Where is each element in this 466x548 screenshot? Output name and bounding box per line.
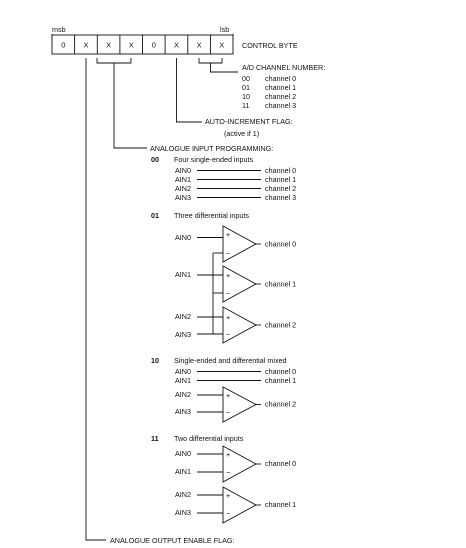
output-enable-leader [85,58,106,541]
input-label: AIN3 [175,193,191,202]
amplifier-channel-1 [222,265,257,303]
auto-increment-heading: AUTO-INCREMENT FLAG: [205,117,293,126]
bit-7: 0 [61,41,65,50]
mode-00: 00 Four single-ended inputs AIN0 AIN1 AI… [151,155,296,202]
input-label: AIN0 [175,449,191,458]
lsb-label: lsb [220,25,229,34]
amplifier-channel-2 [222,306,257,344]
input-label: AIN3 [175,407,191,416]
output-label: channel 1 [265,280,296,289]
mode-code: 10 [151,356,159,365]
input-label: AIN3 [175,330,191,339]
plus-sign: + [226,313,230,322]
channel-number-heading: A/D CHANNEL NUMBER: [242,63,325,72]
mode-01: 01 Three differential inputs AIN0 AIN1 A… [151,211,296,344]
auto-increment-leader [176,58,202,123]
amplifier-channel-0 [222,225,257,263]
channel-name: channel 0 [265,74,296,83]
mode-code: 00 [151,155,159,164]
channel-code: 00 [242,74,250,83]
msb-label: msb [52,25,66,34]
input-label: AIN2 [175,490,191,499]
amplifier-channel-0 [222,445,257,483]
input-label: AIN0 [175,166,191,175]
bit-4: X [129,41,134,50]
channel-number-table: 00 channel 0 01 channel 1 10 channel 2 1… [242,74,296,110]
input-programming-heading: ANALOGUE INPUT PROGRAMMING: [150,144,273,153]
output-label: channel 3 [265,193,296,202]
bit-0: X [219,41,224,50]
channel-name: channel 3 [265,101,296,110]
output-label: channel 0 [265,240,296,249]
input-label: AIN1 [175,175,191,184]
amplifier-channel-1 [222,486,257,524]
output-label: channel 0 [265,459,296,468]
minus-sign: − [226,468,230,477]
output-label: channel 2 [265,400,296,409]
input-label: AIN1 [175,376,191,385]
control-byte-title: CONTROL BYTE [242,41,298,50]
channel-code: 01 [242,83,250,92]
plus-sign: + [226,450,230,459]
input-label: AIN2 [175,184,191,193]
plus-sign: + [226,271,230,280]
bit-1: X [197,41,202,50]
output-label: channel 1 [265,175,296,184]
mode-title: Four single-ended inputs [174,155,254,164]
channel-code: 10 [242,92,250,101]
amplifier-channel-2 [222,386,257,423]
plus-sign: + [226,391,230,400]
output-label: channel 1 [265,376,296,385]
input-label: AIN3 [175,508,191,517]
output-label: channel 1 [265,500,296,509]
mode-code: 11 [151,434,159,443]
plus-sign: + [226,230,230,239]
bit-3: 0 [152,41,156,50]
mode-title: Three differential inputs [174,211,249,220]
output-enable-heading: ANALOGUE OUTPUT ENABLE FLAG: [110,536,234,545]
control-byte-cells: 0 X X X 0 X X X [51,34,234,55]
output-label: channel 0 [265,367,296,376]
bit-2: X [174,41,179,50]
mode-11: 11 Two differential inputs AIN0 AIN1 AIN… [151,434,296,524]
channel-name: channel 2 [265,92,296,101]
bit-6: X [83,41,88,50]
input-label: AIN0 [175,367,191,376]
minus-sign: − [226,330,230,339]
input-label: AIN2 [175,312,191,321]
channel-code: 11 [242,101,249,110]
plus-sign: + [226,491,230,500]
channel-number-leader [198,58,238,73]
minus-sign: − [226,408,230,417]
output-label: channel 2 [265,321,296,330]
mode-10: 10 Single-ended and differential mixed A… [151,356,296,423]
mode-title: Single-ended and differential mixed [174,356,287,365]
input-label: AIN1 [175,270,191,279]
mode-title: Two differential inputs [174,434,244,443]
mode-code: 01 [151,211,159,220]
input-label: AIN2 [175,390,191,399]
output-label: channel 2 [265,184,296,193]
input-label: AIN1 [175,467,191,476]
input-label: AIN0 [175,233,191,242]
channel-name: channel 1 [265,83,296,92]
bit-5: X [106,41,111,50]
minus-sign: − [226,249,230,258]
minus-sign: − [226,509,230,518]
minus-sign: − [226,289,230,298]
output-label: channel 0 [265,166,296,175]
auto-increment-note: (active if 1) [224,129,259,138]
input-programming-leader [96,58,147,149]
